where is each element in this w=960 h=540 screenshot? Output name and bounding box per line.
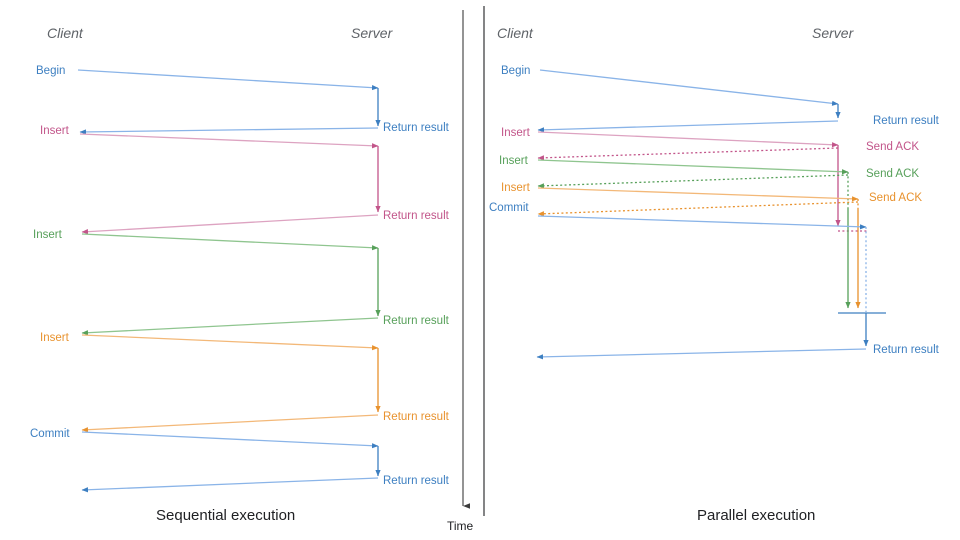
right-server-label-3: Send ACK (866, 168, 919, 180)
left-client-label-insert-2: Insert (33, 229, 63, 241)
arrow-request-begin (77, 69, 379, 91)
arrow-request-commit-parallel (537, 215, 867, 230)
right-server-label-5: Return result (873, 344, 940, 356)
right-server-header: Server (812, 25, 855, 41)
right-server-label-2: Send ACK (866, 141, 919, 153)
left-client-label-begin: Begin (36, 65, 65, 77)
left-server-header: Server (351, 25, 394, 41)
left-server-label-4: Return result (383, 411, 450, 423)
left-panel-sequential (77, 69, 381, 493)
message-commit-parallel (536, 215, 886, 360)
message-insert-1-parallel (537, 131, 868, 232)
arrow-return-begin-parallel (537, 120, 839, 133)
left-client-label-commit: Commit (30, 428, 70, 440)
right-client-label-commit: Commit (489, 202, 529, 214)
left-server-label-1: Return result (383, 122, 450, 134)
arrow-ack-insert-2 (537, 174, 849, 189)
left-panel-caption: Sequential execution (156, 507, 295, 524)
arrow-request-insert-2-parallel (537, 159, 849, 175)
message-insert-3-parallel (537, 187, 861, 309)
right-client-label-insert-3: Insert (501, 182, 531, 194)
arrow-return-commit-parallel (536, 348, 867, 360)
arrow-request-begin-parallel (539, 69, 839, 106)
right-client-label-insert-2: Insert (499, 155, 529, 167)
arrow-request-commit (81, 431, 379, 449)
right-panel-caption: Parallel execution (697, 507, 815, 524)
message-insert-3 (81, 334, 381, 433)
left-client-header: Client (47, 25, 84, 41)
right-server-label-4: Send ACK (869, 192, 922, 204)
left-client-label-insert-1: Insert (40, 125, 70, 137)
right-server-label-1: Return result (873, 115, 940, 127)
arrow-request-insert-3 (81, 334, 379, 351)
right-client-header: Client (497, 25, 534, 41)
arrow-request-insert-2 (81, 233, 379, 251)
message-begin (77, 69, 381, 135)
arrow-return-insert-3 (81, 414, 379, 433)
right-client-label-begin: Begin (501, 65, 530, 77)
arrow-return-insert-1 (81, 214, 379, 235)
right-client-label-insert-1: Insert (501, 127, 531, 139)
time-axis-label: Time (447, 519, 474, 533)
arrow-request-insert-1-parallel (537, 131, 839, 148)
arrow-return-insert-2 (81, 317, 379, 336)
arrow-return-commit (81, 477, 379, 493)
left-server-label-5: Return result (383, 475, 450, 487)
message-insert-2-parallel (537, 159, 851, 309)
message-insert-1 (79, 133, 381, 235)
left-server-label-2: Return result (383, 210, 450, 222)
right-panel-parallel (536, 69, 886, 360)
arrow-request-insert-3-parallel (537, 187, 859, 202)
left-client-label-insert-3: Insert (40, 332, 70, 344)
arrow-request-insert-1 (79, 133, 379, 149)
arrow-ack-insert-1 (537, 147, 839, 161)
message-insert-2 (81, 233, 381, 336)
arrow-return-begin (79, 127, 379, 135)
message-begin-parallel (537, 69, 841, 133)
left-server-label-3: Return result (383, 315, 450, 327)
message-commit (81, 431, 381, 493)
arrow-ack-insert-3 (537, 201, 859, 217)
